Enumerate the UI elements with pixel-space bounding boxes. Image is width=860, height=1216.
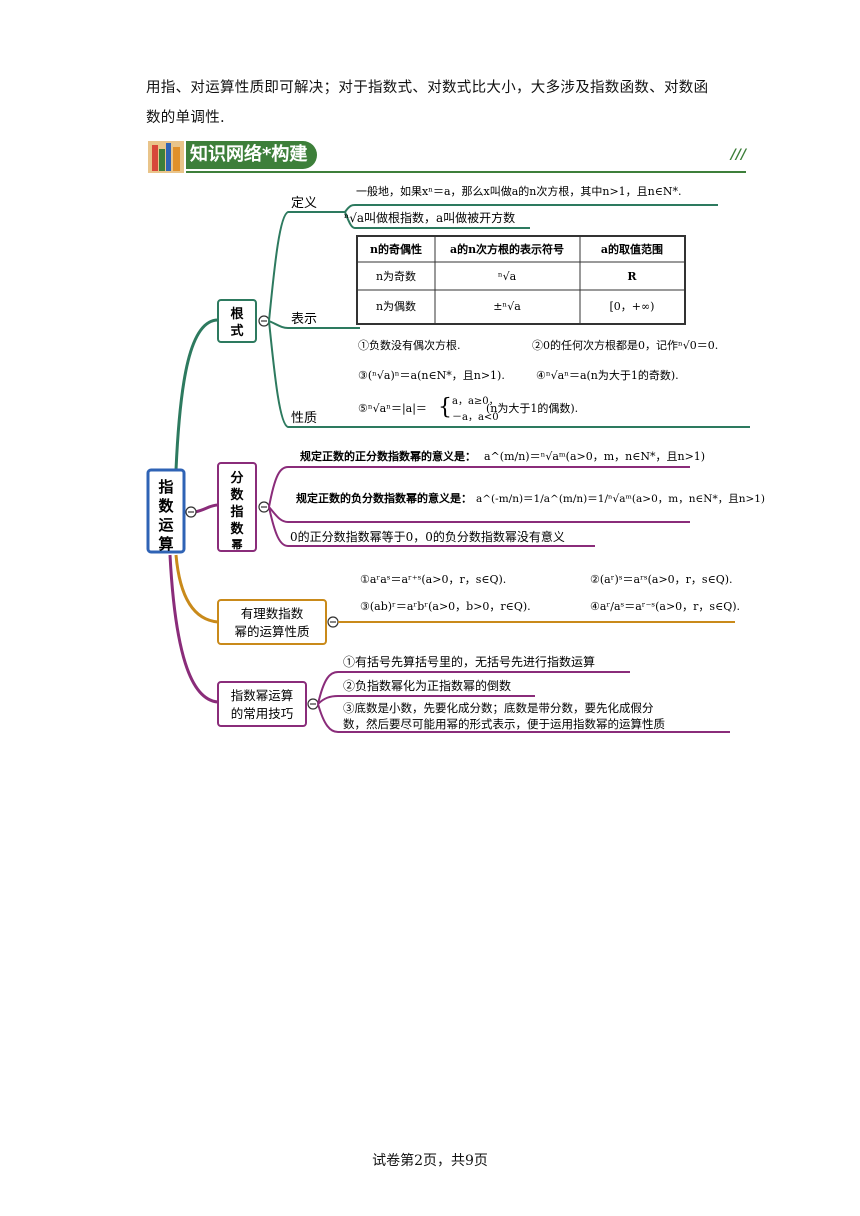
tips-item-3a: ③底数是小数，先要化成分数；底数是带分数，要先化成假分 — [343, 701, 654, 715]
fraction-pos-formula: a^(m/n)＝ⁿ√aᵐ(a>0，m，n∈N*，且n>1) — [484, 450, 705, 463]
page-footer: 试卷第2页，共9页 — [372, 1153, 488, 1169]
fraction-neg-formula: a^(-m/n)＝1/a^(m/n)＝1/ⁿ√aᵐ(a>0，m，n∈N*，且n>… — [476, 493, 765, 505]
prop-5-note: (n为大于1的偶数). — [486, 401, 578, 415]
root-node — [146, 468, 186, 554]
tips-label-line-2: 的常用技巧 — [231, 706, 294, 721]
def-line-1: 一般地，如果xⁿ＝a，那么x叫做a的n次方根，其中n>1，且n∈N*. — [356, 184, 682, 198]
rational-prop-4: ④aʳ/aˢ＝aʳ⁻ˢ(a>0，r，s∈Q). — [590, 600, 740, 613]
rational-label-line-2: 幂的运算性质 — [234, 624, 309, 639]
fraction-neg-text: 规定正数的负分数指数幂的意义是： — [296, 491, 472, 505]
fraction-zero-text: 0的正分数指数幂等于0，0的负分数指数幂没有意义 — [290, 529, 565, 544]
prop-label: 性质 — [291, 411, 317, 426]
radical-table: n的奇偶性 a的n次方根的表示符号 a的取值范围 n为奇数 ⁿ√a R n为偶数… — [356, 235, 686, 325]
fraction-label-char: 幂 — [231, 538, 244, 551]
prop-5: ⑤ⁿ√aⁿ＝|a|＝ — [358, 402, 427, 416]
tips-item-1: ①有括号先算括号里的，无括号先进行指数运算 — [343, 654, 595, 669]
banner-title: 知识网络*构建 — [186, 141, 318, 169]
intro-line-1: 用指、对运算性质即可解决；对于指数式、对数式比大小，大多涉及指数函数、对数函 — [146, 80, 709, 96]
mind-map: 指 数 运 算 根 式 定义 表示 性质 一般地，如果xⁿ＝a，那么x叫做a的n… — [146, 184, 765, 733]
prop-3: ③(ⁿ√a)ⁿ＝a(n∈N*，且n>1). — [358, 369, 505, 382]
tips-label-line-1: 指数幂运算 — [231, 688, 294, 703]
rational-node — [217, 599, 327, 645]
banner-decor: /// — [730, 147, 746, 163]
prop-2: ②0的任何次方根都是0，记作ⁿ√0＝0. — [532, 338, 718, 352]
rational-prop-1: ①aʳaˢ＝aʳ⁺ˢ(a>0，r，s∈Q). — [360, 573, 506, 586]
rational-prop-3: ③(ab)ʳ＝aʳbʳ(a>0，b>0，r∈Q). — [360, 600, 531, 613]
fraction-label-char: 分 — [230, 470, 243, 486]
fraction-label-char: 数 — [230, 521, 244, 537]
tips-item-3b: 数，然后要尽可能用幂的形式表示，便于运用指数幂的运算性质 — [343, 717, 665, 731]
banner-rule — [186, 171, 746, 173]
radical-label-char-1: 根 — [230, 306, 244, 322]
prop-1: ①负数没有偶次方根. — [358, 338, 461, 352]
branch-fraction-curve — [194, 503, 219, 514]
table-cell: ±ⁿ√a — [493, 300, 521, 313]
table-header-1: n的奇偶性 — [370, 242, 422, 256]
radical-node — [217, 299, 257, 343]
rational-label-line-1: 有理数指数 — [241, 606, 304, 621]
root-label-char-2: 数 — [158, 497, 174, 515]
tips-node — [217, 681, 307, 727]
books-icon — [148, 141, 184, 173]
prop-5-case-2: －a，a<0 — [452, 412, 499, 423]
root-label-char-1: 指 — [158, 478, 173, 496]
fraction-pos-text: 规定正数的正分数指数幂的意义是： — [300, 449, 476, 463]
tips-item-2: ②负指数幂化为正指数幂的倒数 — [343, 678, 511, 693]
fraction-node — [217, 462, 257, 552]
prop-5-brace: { — [438, 395, 452, 420]
section-banner: 知识网络*构建 /// — [146, 135, 746, 175]
table-header-3: a的取值范围 — [601, 242, 663, 256]
rational-prop-2: ②(aʳ)ˢ＝aʳˢ(a>0，r，s∈Q). — [590, 573, 733, 586]
prop-5-case-1: a，a≥0， — [452, 396, 499, 407]
branch-tips-curve — [168, 554, 219, 704]
rep-label: 表示 — [291, 312, 317, 327]
prop-4: ④ⁿ√aⁿ＝a(n为大于1的奇数). — [536, 368, 679, 382]
table-cell: n为偶数 — [376, 300, 416, 313]
def-line-2: ⁿ√a叫做根指数，a叫做被开方数 — [344, 210, 515, 225]
root-label-char-4: 算 — [158, 535, 173, 553]
table-cell: R — [627, 270, 637, 283]
table-header-2: a的n次方根的表示符号 — [450, 242, 564, 256]
fraction-label-char: 指 — [230, 504, 243, 520]
table-cell: [0，+∞) — [610, 300, 655, 313]
def-label: 定义 — [291, 196, 317, 211]
fraction-label-char: 数 — [230, 487, 244, 503]
table-cell: n为奇数 — [376, 270, 416, 283]
intro-line-2: 数的单调性. — [146, 110, 225, 126]
table-cell: ⁿ√a — [498, 270, 517, 283]
root-label-char-3: 运 — [158, 516, 173, 534]
branch-rational-curve — [174, 554, 219, 624]
branch-radical-curve — [174, 318, 219, 471]
radical-label-char-2: 式 — [230, 323, 243, 339]
